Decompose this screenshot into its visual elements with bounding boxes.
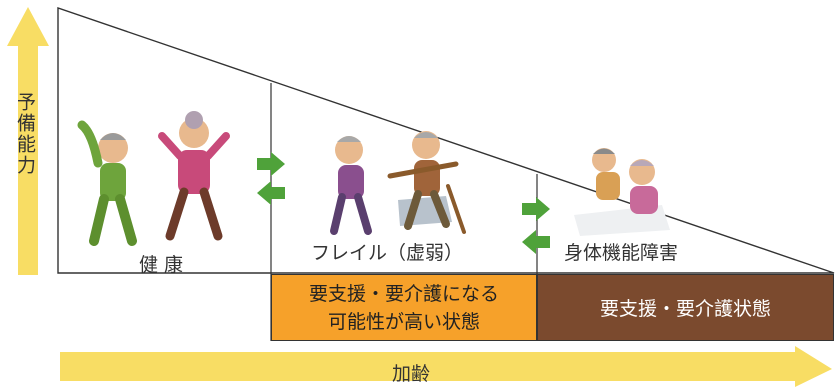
care-risk-line1: 要支援・要介護になる <box>308 282 499 305</box>
arrow-left-icon <box>522 230 550 254</box>
stage-label-disability: 身体機能障害 <box>564 242 679 264</box>
healthy-elders-illustration <box>77 111 230 246</box>
stage-label-healthy: 健 康 <box>139 254 184 276</box>
frailty-elders-illustration <box>330 131 466 235</box>
care-risk-box: 要支援・要介護になる 可能性が高い状態 <box>271 274 537 341</box>
stage-label-frailty: フレイル（虚弱） <box>311 242 464 264</box>
arrow-left-icon <box>257 181 285 205</box>
aging-arrow <box>60 346 832 387</box>
care-state-box: 要支援・要介護状態 <box>537 274 834 341</box>
care-risk-line2: 可能性が高い状態 <box>327 310 480 333</box>
reserve-capacity-arrow <box>7 7 49 275</box>
aging-label: 加齢 <box>392 363 431 385</box>
arrow-right-icon <box>522 197 550 221</box>
reserve-capacity-label: 予備能力 <box>14 92 36 176</box>
disability-elders-illustration <box>574 148 670 236</box>
arrow-right-icon <box>257 152 285 176</box>
